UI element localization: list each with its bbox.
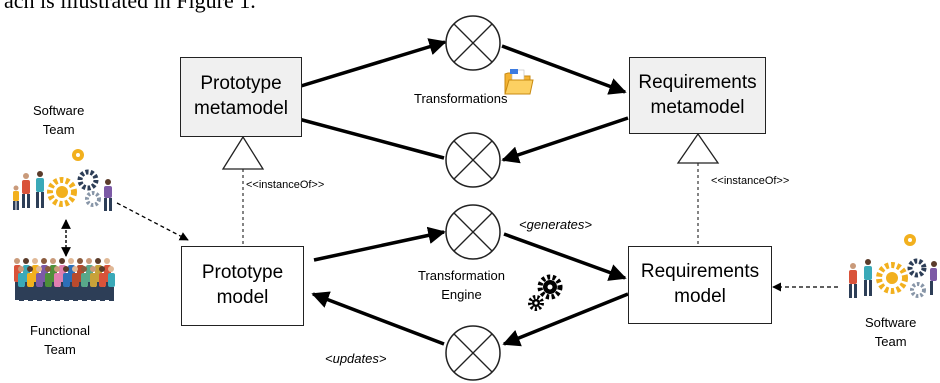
requirements-model-box: Requirements model	[628, 246, 772, 324]
generates-label: <generates>	[519, 217, 593, 232]
engine-gears-icon	[528, 274, 563, 311]
software-team-right-label: Software Team	[865, 315, 917, 349]
team-people-icon	[13, 149, 112, 211]
arrow-proto-meta-to-xform-top	[277, 38, 447, 95]
instance-of-left-label: <<instanceOf>>	[246, 179, 325, 191]
prototype-metamodel-box: Prototype metamodel	[180, 57, 302, 137]
instance-of-right-label: <<instanceOf>>	[711, 175, 790, 187]
folder-icon	[504, 69, 534, 95]
transformation-circle-middle	[445, 132, 501, 188]
software-team-left-label: Software Team	[33, 103, 85, 137]
arrow-req-meta-to-xform-mid	[501, 116, 629, 164]
updates-label: <updates>	[325, 351, 387, 366]
functional-team-label: Functional Team	[30, 323, 90, 357]
arrow-xform-top-to-req-meta	[501, 44, 627, 95]
arrow-req-model-to-xform-upd	[502, 292, 629, 347]
instanceof-triangle-right	[676, 132, 720, 164]
crowd-people-icon	[14, 258, 115, 301]
transformation-circle-updates	[445, 325, 501, 381]
arrow-xform-mid-to-proto-meta	[278, 109, 445, 160]
caption-fragment: ach is illustrated in Figure 1.	[4, 0, 256, 13]
transformation-engine-label: Transformation Engine	[418, 268, 505, 302]
arrow-software-team-to-prototype-model	[116, 202, 189, 241]
transformation-circle-top	[445, 15, 501, 71]
arrow-proto-model-to-xform-gen	[313, 226, 446, 262]
transformation-circle-generates	[445, 204, 501, 260]
prototype-model-box: Prototype model	[181, 246, 304, 326]
team-people-right-icon	[849, 234, 937, 298]
instanceof-triangle-left	[221, 135, 265, 170]
transformations-label: Transformations	[414, 91, 508, 106]
arrow-xform-upd-to-proto-model	[311, 291, 445, 346]
requirements-metamodel-box: Requirements metamodel	[629, 57, 766, 134]
arrow-xform-gen-to-req-model	[503, 232, 627, 281]
